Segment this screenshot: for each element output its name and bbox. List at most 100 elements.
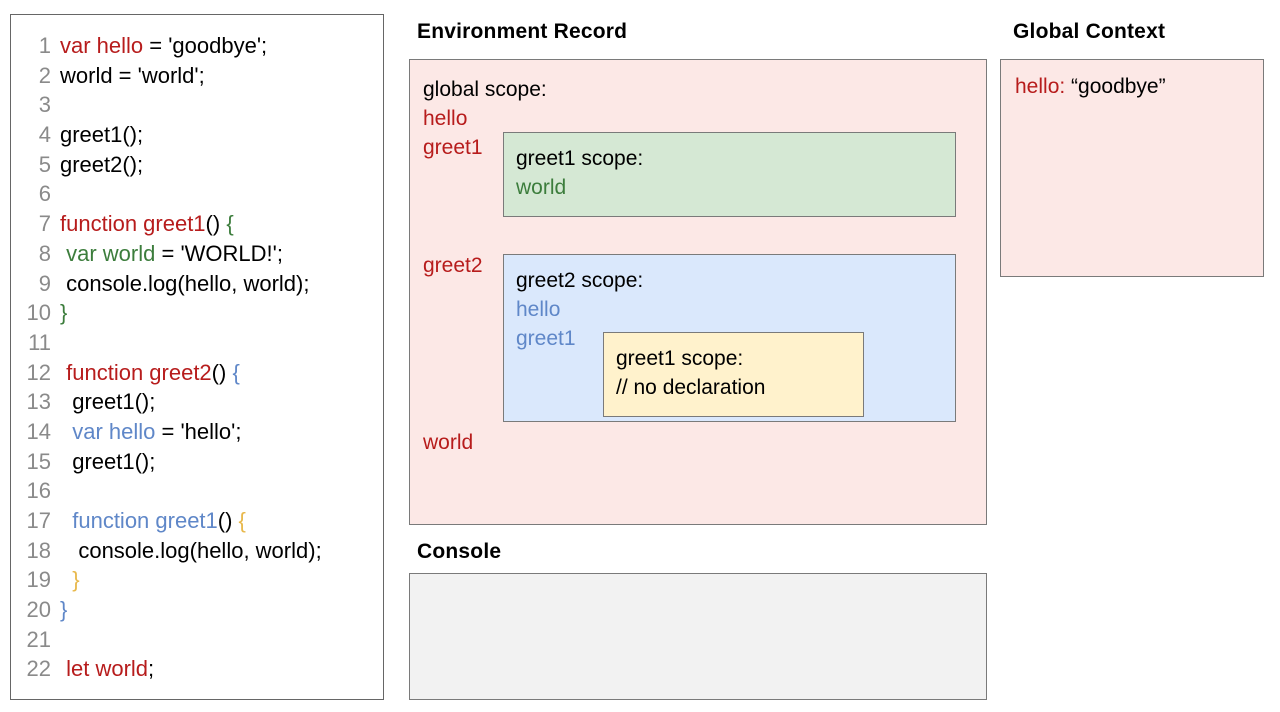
line-number: 20 (26, 597, 51, 623)
greet2-scope-label: greet2 scope: (516, 269, 644, 292)
code-line-text: greet1(); (51, 120, 143, 150)
line-number: 9 (38, 270, 51, 296)
code-line[interactable]: 14 var hello = 'hello'; (11, 417, 383, 447)
code-line[interactable]: 22 let world; (11, 654, 383, 684)
code-token: greet1(); (60, 122, 144, 148)
code-token: () (211, 359, 233, 385)
code-line[interactable]: 11 (11, 328, 383, 358)
code-token: greet1(); (60, 389, 156, 415)
code-line-text: console.log(hello, world); (51, 269, 309, 299)
code-line[interactable]: 13 greet1(); (11, 387, 383, 417)
global-binding-world: world (423, 431, 474, 454)
code-line-text: greet1(); (51, 447, 155, 477)
global-binding-hello: hello (423, 107, 468, 130)
global-context-panel: hello: “goodbye” (1000, 59, 1264, 277)
code-token: { (238, 508, 246, 533)
code-line[interactable]: 10} (11, 298, 383, 328)
line-number: 16 (26, 478, 51, 504)
code-token (60, 508, 72, 533)
line-number: 18 (26, 537, 51, 563)
code-line-text: console.log(hello, world); (51, 536, 322, 566)
code-line[interactable]: 19 } (11, 565, 383, 595)
global-binding-greet1: greet1 (423, 136, 483, 159)
code-line-text: function greet1() { (51, 506, 246, 536)
code-token: world = 'world'; (60, 62, 205, 88)
code-token: () (205, 211, 227, 237)
line-number: 6 (38, 181, 51, 207)
code-token: console.log(hello, world); (60, 270, 310, 296)
console-title: Console (417, 540, 502, 563)
greet1-binding-world: world (516, 176, 567, 199)
line-number: 8 (38, 240, 51, 266)
code-token: function greet2 (66, 359, 212, 385)
line-number: 22 (26, 656, 51, 682)
code-line-text: var hello = 'hello'; (51, 417, 241, 447)
inner-greet1-scope-box: greet1 scope: // no declaration (603, 332, 864, 417)
code-line-text: } (51, 595, 67, 625)
environment-record-panel: global scope: hello greet1 greet2 world … (409, 59, 987, 525)
code-token: var hello (72, 418, 156, 444)
console-panel[interactable] (409, 573, 987, 700)
code-line-text: greet1(); (51, 387, 155, 417)
global-context-binding-name: hello: (1015, 75, 1066, 98)
environment-record-title: Environment Record (417, 20, 628, 43)
code-line[interactable]: 9 console.log(hello, world); (11, 269, 383, 299)
code-token (60, 567, 72, 592)
code-line[interactable]: 17 function greet1() { (11, 506, 383, 536)
code-line[interactable]: 18 console.log(hello, world); (11, 536, 383, 566)
greet1-scope-box: greet1 scope: world (503, 132, 956, 217)
code-token: var world (66, 240, 156, 266)
code-line[interactable]: 3 (11, 90, 383, 120)
code-line[interactable]: 15 greet1(); (11, 447, 383, 477)
code-line-text: world = 'world'; (51, 61, 205, 91)
line-number: 14 (26, 418, 51, 444)
greet1-scope-label: greet1 scope: (516, 147, 644, 170)
global-context-title: Global Context (1013, 20, 1166, 43)
code-line-text: let world; (51, 654, 154, 684)
greet2-binding-greet1: greet1 (516, 327, 576, 350)
line-number: 17 (26, 508, 51, 533)
line-number: 1 (38, 33, 51, 58)
code-token: } (60, 597, 68, 623)
code-token: () (217, 508, 239, 533)
code-line-text: function greet2() { (51, 358, 240, 388)
code-line-text: var hello = 'goodbye'; (51, 31, 267, 61)
code-line[interactable]: 21 (11, 625, 383, 655)
line-number: 15 (26, 448, 51, 474)
inner-greet1-scope-note: // no declaration (616, 376, 766, 399)
line-number: 10 (26, 300, 51, 326)
code-line[interactable]: 16 (11, 476, 383, 506)
code-line[interactable]: 6 (11, 179, 383, 209)
line-number: 13 (26, 389, 51, 415)
code-token: ; (148, 656, 155, 682)
greet2-binding-hello: hello (516, 298, 561, 321)
greet2-scope-box: greet2 scope: hello greet1 greet1 scope:… (503, 254, 956, 422)
global-scope-label: global scope: (423, 78, 547, 101)
code-token: greet1(); (60, 448, 156, 474)
code-token: = 'hello'; (155, 418, 242, 444)
line-number: 5 (38, 151, 51, 177)
code-line-text: var world = 'WORLD!'; (51, 239, 283, 269)
code-token: { (232, 359, 240, 385)
code-line[interactable]: 2 world = 'world'; (11, 61, 383, 91)
code-token: console.log(hello, world); (60, 537, 322, 563)
line-number: 2 (38, 62, 51, 88)
line-number: 21 (26, 626, 51, 652)
code-token: } (72, 567, 80, 593)
global-context-binding: hello: “goodbye” (1015, 75, 1166, 99)
line-number: 19 (26, 567, 51, 593)
line-number: 3 (38, 92, 51, 118)
code-token: var hello (60, 33, 144, 58)
code-line[interactable]: 20} (11, 595, 383, 625)
code-token: function greet1 (60, 211, 206, 237)
code-line[interactable]: 8 var world = 'WORLD!'; (11, 239, 383, 269)
code-line[interactable]: 12 function greet2() { (11, 358, 383, 388)
line-number: 11 (28, 329, 51, 355)
code-token: } (60, 300, 68, 326)
